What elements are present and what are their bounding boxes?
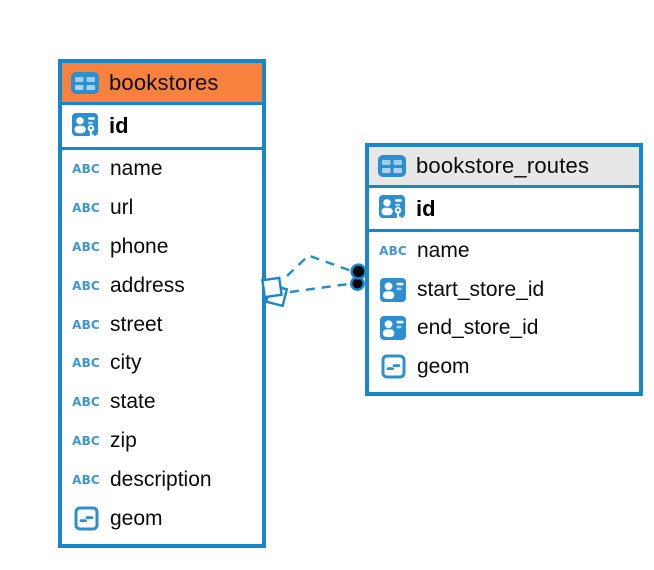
text-type-icon: ABC: [72, 317, 100, 332]
relationship-line-end-store[interactable]: [286, 254, 354, 277]
field-name: geom: [417, 354, 470, 378]
field-name: name: [417, 239, 470, 263]
field-name: description: [110, 467, 212, 491]
text-type-icon: ABC: [72, 239, 100, 254]
entity-bookstores[interactable]: bookstores id ABC name ABC url ABC phone…: [58, 59, 266, 548]
field-name: city: [110, 351, 142, 375]
field-row-start-store-id[interactable]: start_store_id: [369, 271, 639, 310]
field-row-street[interactable]: ABC street: [62, 305, 262, 344]
pk-name: id: [416, 195, 436, 221]
relationship-target-marker[interactable]: [350, 263, 367, 291]
field-name: phone: [110, 234, 169, 258]
field-name: street: [110, 312, 163, 336]
field-row-geom[interactable]: geom: [62, 499, 262, 538]
table-icon: [70, 70, 100, 96]
field-row-name[interactable]: ABC name: [369, 232, 639, 271]
relationship-source-marker[interactable]: [261, 276, 289, 308]
foreign-key-icon: [378, 277, 408, 303]
field-name: end_store_id: [417, 316, 539, 340]
pk-row-bookstores-id[interactable]: id: [62, 105, 262, 150]
field-name: state: [110, 390, 156, 414]
relationship-line-start-store[interactable]: [289, 282, 353, 294]
field-name: zip: [110, 428, 137, 452]
field-row-description[interactable]: ABC description: [62, 460, 262, 499]
text-type-icon: ABC: [72, 356, 100, 371]
field-row-state[interactable]: ABC state: [62, 383, 262, 422]
text-type-icon: ABC: [72, 433, 100, 448]
entity-bookstores-header[interactable]: bookstores: [62, 63, 262, 105]
pk-name: id: [109, 113, 129, 138]
field-row-end-store-id[interactable]: end_store_id: [369, 309, 639, 348]
primary-key-icon: [70, 112, 100, 141]
field-row-url[interactable]: ABC url: [62, 189, 262, 228]
field-row-city[interactable]: ABC city: [62, 344, 262, 383]
field-row-name[interactable]: ABC name: [62, 150, 262, 189]
field-name: geom: [110, 506, 163, 530]
entity-title: bookstores: [109, 69, 219, 95]
field-name: name: [110, 157, 163, 181]
primary-key-icon: [377, 194, 407, 223]
entity-title: bookstore_routes: [416, 153, 590, 178]
table-icon: [377, 153, 407, 179]
field-row-phone[interactable]: ABC phone: [62, 228, 262, 267]
text-type-icon: ABC: [72, 472, 100, 487]
field-row-zip[interactable]: ABC zip: [62, 422, 262, 461]
geometry-type-icon: [378, 354, 408, 379]
field-name: url: [110, 196, 134, 220]
pk-row-routes-id[interactable]: id: [369, 188, 639, 232]
field-row-geom[interactable]: geom: [369, 348, 639, 387]
field-name: address: [110, 273, 185, 297]
text-type-icon: ABC: [379, 244, 407, 259]
foreign-key-icon: [378, 315, 408, 341]
field-name: start_store_id: [417, 277, 545, 301]
entity-bookstore-routes[interactable]: bookstore_routes id ABC name start_store…: [365, 143, 643, 396]
text-type-icon: ABC: [72, 162, 100, 177]
text-type-icon: ABC: [72, 278, 100, 293]
text-type-icon: ABC: [72, 395, 100, 410]
geometry-type-icon: [71, 506, 101, 531]
field-list-routes: ABC name start_store_id end_store_id ge: [369, 232, 639, 386]
field-row-address[interactable]: ABC address: [62, 266, 262, 305]
entity-bookstore-routes-header[interactable]: bookstore_routes: [369, 147, 639, 188]
text-type-icon: ABC: [72, 201, 100, 216]
field-list-bookstores: ABC name ABC url ABC phone ABC address A…: [62, 150, 262, 538]
